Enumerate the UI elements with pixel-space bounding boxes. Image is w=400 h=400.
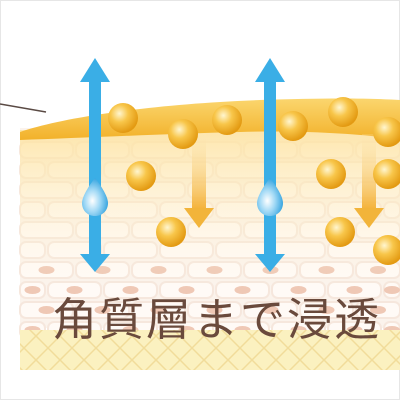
caption-text: 角質層まで浸透 <box>52 293 382 346</box>
cell-nucleus <box>94 306 111 314</box>
ingredient-bead-icon <box>373 159 400 189</box>
pointer-line <box>0 103 47 113</box>
down-arrow-icon <box>184 134 214 228</box>
cell-nucleus <box>38 306 55 314</box>
cell-nucleus <box>318 306 335 314</box>
ingredient-bead-icon <box>316 159 346 189</box>
ingredient-bead-icon <box>278 111 308 141</box>
ingredient-bead-icon <box>373 117 400 147</box>
ingredient-beads <box>108 97 400 265</box>
cell-nucleus <box>206 306 223 314</box>
ingredient-bead-icon <box>328 97 358 127</box>
ingredient-bead-icon <box>325 217 355 247</box>
ingredient-bead-icon <box>168 119 198 149</box>
ingredient-bead-icon <box>126 161 156 191</box>
ingredient-bead-icon <box>212 105 242 135</box>
water-drop-icon <box>257 178 283 216</box>
ingredient-bead-icon <box>373 235 400 265</box>
ingredient-bead-icon <box>156 217 186 247</box>
ingredient-bead-icon <box>108 103 138 133</box>
base-layer <box>20 330 400 370</box>
cell-nucleus <box>370 306 386 314</box>
cell-nucleus <box>150 306 167 314</box>
water-drop-icon <box>82 178 108 216</box>
cell-nucleus <box>262 306 279 314</box>
down-arrow-icon <box>354 134 384 228</box>
